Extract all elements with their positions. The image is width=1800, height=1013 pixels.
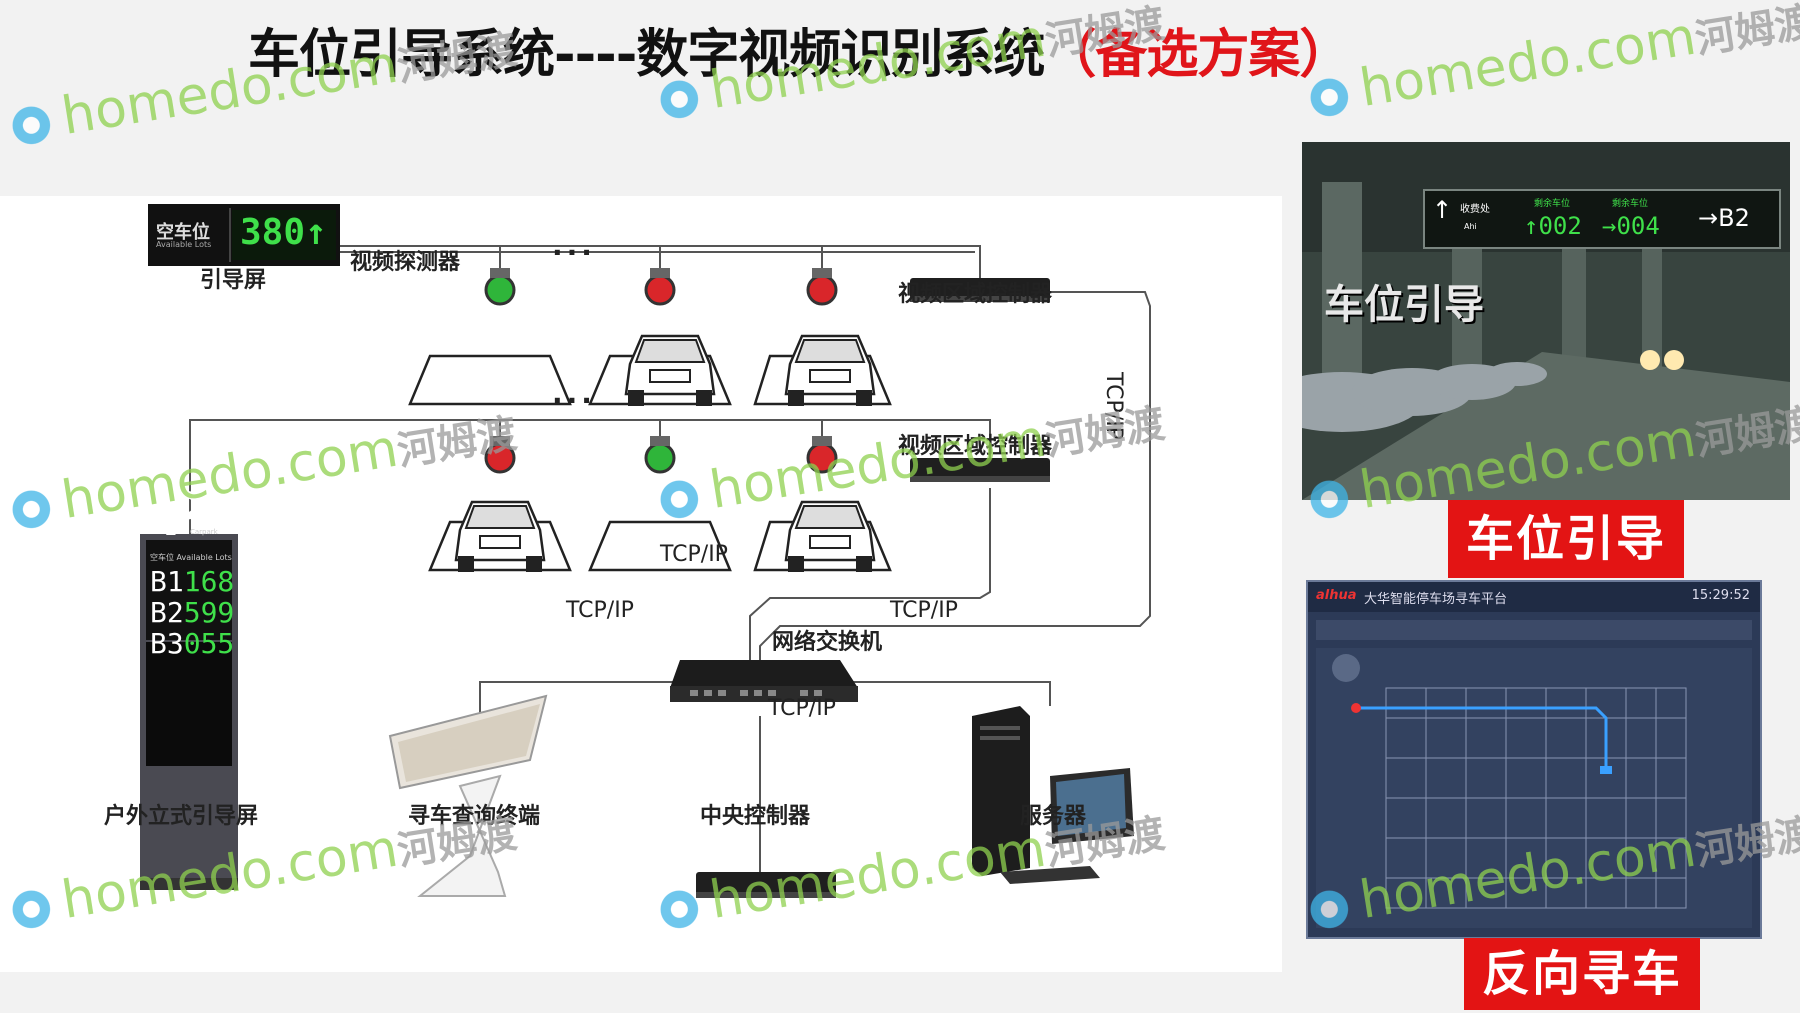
video-zone-controller-2: [910, 458, 1050, 482]
title-main: 车位引导系统----数字视频识别系统: [248, 25, 1045, 85]
guide-sign-label: 空车位: [156, 222, 210, 243]
caption-reverse-car-finding: 反向寻车: [1464, 938, 1700, 1010]
label-video-zone-controller-1: 视频区域控制器: [898, 282, 1053, 307]
floor-label: B3: [150, 627, 184, 660]
sign-dest-label: B2: [1718, 204, 1750, 232]
garage-scene: [1302, 142, 1790, 500]
arrow-up-icon: ↑: [305, 212, 327, 253]
title-alt: （备选方案）: [1044, 25, 1351, 85]
watermark-cn: 河姆渡: [1692, 0, 1800, 64]
sign-label-1: 收费处: [1460, 204, 1490, 215]
guide-sign-value: 380↑: [240, 212, 327, 253]
video-detectors-row-1: [484, 268, 838, 306]
outdoor-sign-row: B3055: [150, 628, 234, 659]
detector-green: [644, 442, 676, 474]
connection-lines: [189, 245, 1151, 874]
outdoor-sign-letter: P: [162, 477, 205, 549]
ellipsis-row-2: ···: [552, 384, 596, 417]
flower-logo-icon: [1, 95, 62, 156]
caption-parking-guide: 车位引导: [1448, 500, 1684, 578]
arrow-up-icon: ↑: [1432, 196, 1453, 224]
outdoor-sign-avail: 空车位 Available Lots: [150, 553, 232, 562]
detector-red: [644, 274, 676, 306]
detector-green: [484, 274, 516, 306]
query-kiosk: [388, 694, 548, 897]
screen-title: 大华智能停车场寻车平台: [1364, 592, 1508, 607]
detector-red: [484, 442, 516, 474]
label-video-detector: 视频探测器: [350, 250, 461, 275]
protocol-label-server: TCP/IP: [890, 598, 958, 623]
floor-label: B2: [150, 596, 184, 629]
car: [454, 500, 546, 572]
protocol-label-vertical: TCP/IP: [1101, 372, 1126, 440]
label-outdoor-guide: 户外立式引导屏: [104, 804, 259, 829]
label-query-terminal: 寻车查询终端: [408, 804, 541, 829]
label-network-switch: 网络交换机: [772, 630, 883, 655]
photo-overlay-text: 车位引导: [1324, 282, 1484, 328]
sign-value-3: →004: [1602, 212, 1660, 240]
sign-sub-1: Ahi: [1464, 222, 1477, 231]
label-server: 服务器: [1020, 804, 1087, 829]
floor-count: 599: [183, 596, 235, 629]
protocol-label-central: TCP/IP: [768, 696, 836, 721]
label-central-controller: 中央控制器: [700, 804, 811, 829]
guide-sign-number: 380: [240, 212, 306, 253]
video-zone-controller-1: [910, 278, 1050, 302]
network-switch: [670, 660, 858, 702]
outdoor-sign-sub: Carpark: [190, 528, 218, 536]
floor-count: 055: [183, 627, 235, 660]
sign-label-2: 剩余车位: [1534, 199, 1571, 209]
guide-sign-sub: Available Lots: [156, 240, 212, 249]
floor-label: B1: [150, 565, 184, 598]
parking-guide-photo: ↑ 收费处 Ahi 剩余车位 ↑002 剩余车位 →004 →B2 车位引导: [1302, 142, 1790, 500]
guide-screen-sign: [148, 204, 340, 266]
sign-label-3: 剩余车位: [1612, 199, 1649, 209]
outdoor-sign-row: B1168: [150, 566, 234, 597]
arrow-right-icon: →: [1698, 204, 1719, 232]
screen-titlebar: [1308, 582, 1760, 612]
ellipsis-row-1: ···: [552, 236, 596, 269]
system-diagram: 空车位 Available Lots 380↑ 引导屏 视频探测器 ··· ··…: [0, 196, 1282, 972]
sign-value-2: ↑002: [1524, 212, 1582, 240]
arrow-up-icon: ↑: [1524, 212, 1539, 240]
parking-map: [1316, 648, 1752, 928]
reverse-car-finding-screen: alhua 大华智能停车场寻车平台 15:29:52: [1306, 580, 1762, 939]
central-controller: [696, 872, 836, 898]
sign-number-3: 004: [1616, 212, 1660, 240]
outdoor-guide-pillar: [140, 534, 238, 890]
sign-number-2: 002: [1538, 212, 1582, 240]
label-guide-screen: 引导屏: [200, 268, 267, 293]
label-video-zone-controller-2: 视频区域控制器: [898, 434, 1053, 459]
arrow-right-icon: →: [1602, 212, 1617, 240]
watermark-text: homedo.com: [1355, 6, 1700, 119]
protocol-label-kiosk: TCP/IP: [566, 598, 634, 623]
video-detectors-row-2: [484, 436, 838, 474]
watermark: homedo.com河姆渡: [1298, 0, 1800, 128]
screen-toolbar: [1316, 620, 1752, 640]
detector-red: [806, 442, 838, 474]
outdoor-sign-rows: B1168 B2599 B3055: [150, 566, 234, 659]
car: [784, 334, 876, 406]
sign-dest: →B2: [1698, 204, 1750, 232]
car: [784, 500, 876, 572]
outdoor-sign-row: B2599: [150, 597, 234, 628]
screen-time: 15:29:52: [1691, 588, 1750, 603]
server-computer: [972, 706, 1134, 884]
screen-brand: alhua: [1316, 588, 1357, 603]
protocol-label-switch-top: TCP/IP: [660, 542, 728, 567]
floor-count: 168: [183, 565, 235, 598]
diagram-svg: [140, 204, 1151, 898]
car: [624, 334, 716, 406]
cars: [454, 334, 876, 572]
detector-red: [806, 274, 838, 306]
page-title: 车位引导系统----数字视频识别系统（备选方案）: [248, 12, 1351, 87]
